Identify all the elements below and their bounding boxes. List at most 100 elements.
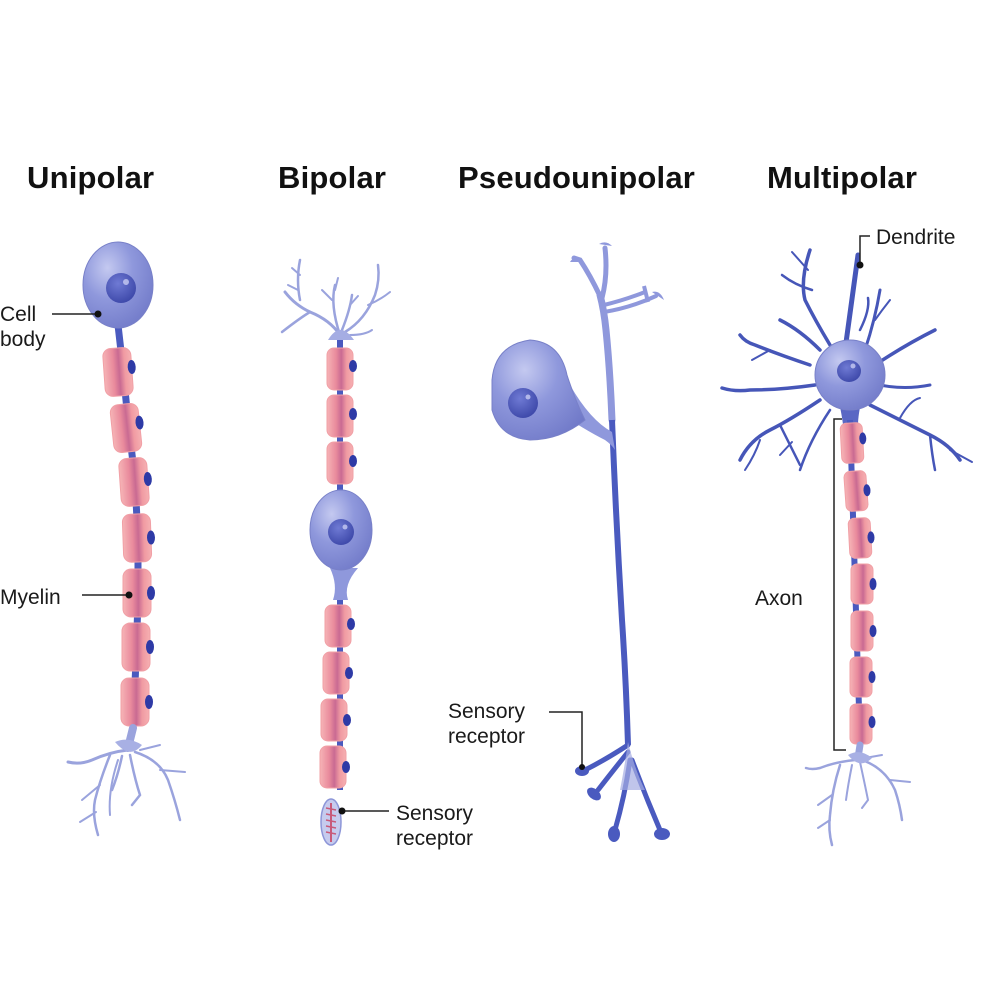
bipolar-leader-lines (338, 807, 389, 815)
myelin-segment (122, 568, 155, 618)
leader-dot-pseudo-sensory-receptor (579, 764, 585, 770)
schwann-nucleus (135, 415, 144, 430)
label-cell-body: Cell body (0, 302, 46, 352)
nucleus-highlight (342, 524, 348, 530)
bipolar-soma-taper (330, 568, 358, 600)
title-pseudounipolar: Pseudounipolar (458, 160, 696, 195)
schwann-nucleus (349, 455, 357, 467)
leader-dot-myelin (125, 591, 133, 599)
myelin-segment (847, 517, 875, 559)
myelin-segment (319, 745, 350, 789)
branch-junction (620, 742, 645, 790)
schwann-nucleus (349, 360, 357, 372)
leader-line-pseudo-sensory-receptor (549, 711, 583, 766)
label-cell-body-line1: Cell (0, 303, 37, 326)
multipolar-leader-lines (833, 235, 870, 751)
nucleus-highlight (525, 394, 531, 400)
label-cell-body-line2: body (0, 328, 46, 351)
myelin-segment (109, 402, 144, 454)
label-bipolar-sensory-receptor: Sensory receptor (396, 801, 473, 851)
pseudounipolar-leader-lines (549, 711, 585, 770)
title-bipolar: Bipolar (278, 160, 387, 195)
title-multipolar: Multipolar (767, 160, 918, 195)
schwann-nucleus (859, 432, 867, 445)
label-bipolar-sensory-receptor-line1: Sensory (396, 802, 474, 825)
leader-dot-bipolar-sensory-receptor (338, 807, 346, 815)
myelin-segment (102, 347, 136, 397)
schwann-nucleus (127, 360, 136, 375)
schwann-nucleus (342, 761, 350, 773)
label-axon: Axon (755, 587, 803, 610)
title-unipolar: Unipolar (27, 160, 155, 195)
terminal-bulb (642, 285, 650, 303)
myelin-segment (320, 698, 351, 742)
label-pseudo-sensory-receptor-line1: Sensory (448, 700, 526, 723)
bipolar-sensory-receptor (320, 798, 342, 846)
myelin-segment (850, 610, 877, 652)
myelin-segment (850, 563, 877, 605)
multipolar-nucleus (837, 360, 861, 382)
label-myelin: Myelin (0, 586, 61, 609)
multipolar-myelin-sheath (839, 422, 877, 745)
pseudounipolar-peripheral-branch (571, 245, 658, 424)
myelin-segment (120, 677, 153, 727)
myelin-segment (324, 604, 355, 648)
schwann-nucleus (349, 408, 357, 420)
myelin-segment (843, 470, 871, 512)
schwann-nucleus (347, 618, 355, 630)
schwann-nucleus (867, 531, 875, 544)
unipolar-leader-lines (52, 310, 133, 599)
schwann-nucleus (145, 695, 153, 709)
myelin-segment (121, 622, 154, 672)
receptor-ending (587, 787, 601, 801)
terminal-bulb (652, 291, 664, 300)
bipolar-neuron (280, 258, 391, 846)
unipolar-nucleus (106, 273, 136, 303)
schwann-nucleus (345, 667, 353, 679)
label-dendrite: Dendrite (876, 226, 956, 249)
nucleus-highlight (123, 279, 129, 285)
myelin-segment (121, 513, 155, 563)
schwann-nucleus (868, 716, 876, 728)
myelin-segment (322, 651, 353, 695)
terminal-bulb (570, 258, 582, 262)
label-bipolar-sensory-receptor-line2: receptor (396, 827, 474, 850)
leader-line-dendrite (859, 235, 870, 264)
unipolar-terminal-hub (115, 739, 142, 752)
myelin-segment (839, 422, 867, 464)
bipolar-nucleus (328, 519, 354, 545)
multipolar-neuron (720, 248, 973, 847)
receptor-ending (608, 826, 620, 842)
schwann-nucleus (863, 484, 871, 497)
multipolar-terminal-hub (848, 752, 872, 764)
bipolar-dendrite-hub (328, 330, 354, 340)
schwann-nucleus (146, 530, 155, 545)
schwann-nucleus (147, 586, 155, 600)
bipolar-myelin-lower (319, 604, 355, 789)
schwann-nucleus (146, 640, 154, 654)
myelin-segment (326, 441, 357, 485)
myelin-segment (849, 656, 876, 698)
label-pseudo-sensory-receptor: Sensory receptor (448, 699, 525, 749)
terminal-bulb (599, 242, 612, 246)
bipolar-dendrites (280, 258, 391, 337)
leader-dot-cell-body (94, 310, 102, 318)
schwann-nucleus (343, 714, 351, 726)
myelin-segment (326, 347, 357, 391)
axon-bracket (833, 418, 846, 751)
pseudounipolar-nucleus (508, 388, 538, 418)
schwann-nucleus (869, 625, 877, 637)
pseudounipolar-neuron (491, 242, 670, 842)
nucleus-highlight (850, 363, 856, 369)
leader-dot-dendrite (856, 261, 864, 269)
unipolar-myelin-sheath (102, 347, 155, 727)
schwann-nucleus (143, 472, 152, 487)
bipolar-myelin-upper (326, 347, 357, 485)
receptor-ending (575, 766, 589, 776)
schwann-nucleus (868, 671, 876, 683)
pseudounipolar-axon (609, 419, 631, 746)
receptor-ending (654, 828, 670, 840)
myelin-segment (118, 457, 152, 507)
pseudounipolar-cell-body (491, 339, 586, 441)
